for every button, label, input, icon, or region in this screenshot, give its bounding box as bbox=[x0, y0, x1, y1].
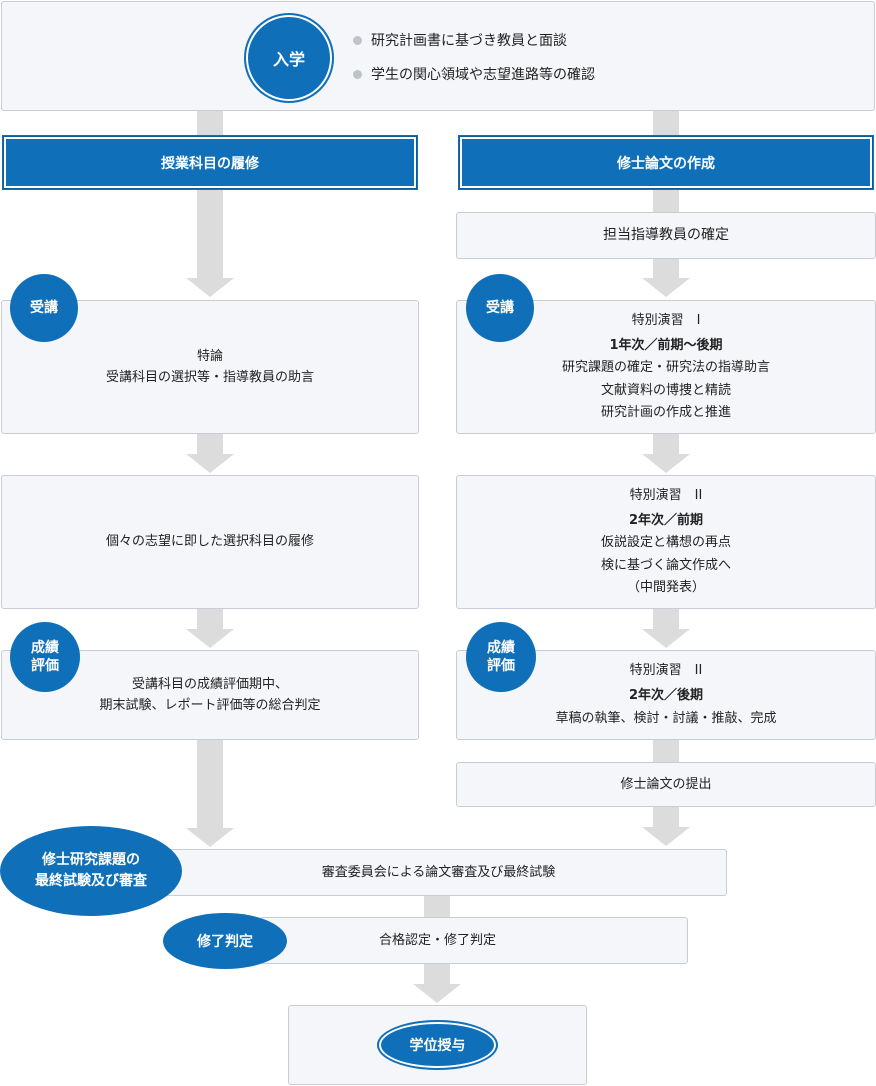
badge-label: 評価 bbox=[487, 658, 515, 674]
badge-label: 修了判定 bbox=[197, 934, 253, 950]
admission-bullet-text: 研究計画書に基づき教員と面談 bbox=[371, 33, 567, 49]
right-header: 修士論文の作成 bbox=[458, 135, 874, 190]
right-header-label: 修士論文の作成 bbox=[617, 155, 715, 172]
text-line: 受講科目の選択等・指導教員の助言 bbox=[105, 370, 314, 385]
arrow-shaft bbox=[424, 896, 450, 918]
admission-box bbox=[1, 1, 875, 111]
text-line: 合格認定・修了判定 bbox=[378, 932, 496, 948]
right-advisor-box bbox=[456, 212, 876, 259]
seminar-title: 特別演習 II bbox=[629, 663, 703, 679]
text-line: 研究課題の確定・研究法の指導助言 bbox=[561, 360, 770, 376]
seminar-term: 2年次／後期 bbox=[628, 688, 704, 704]
right-grade-badge: 成績 評価 bbox=[466, 622, 536, 692]
left-header: 授業科目の履修 bbox=[2, 135, 418, 190]
right-submit-text: 修士論文の提出 bbox=[456, 762, 876, 807]
arrow-head bbox=[186, 828, 234, 847]
left-grade-badge: 成績 評価 bbox=[10, 622, 80, 692]
text-line: 期末試験、レポート評価等の総合判定 bbox=[99, 698, 321, 713]
text-line: 受講科目の成績評価期中、 bbox=[131, 676, 288, 692]
left-jukou-badge: 受講 bbox=[10, 274, 78, 342]
arrow-head bbox=[186, 278, 234, 297]
arrow-shaft bbox=[653, 110, 679, 136]
degree-label: 学位授与 bbox=[409, 1038, 466, 1054]
arrow-shaft bbox=[197, 740, 223, 828]
final-exam-text: 審査委員会による論文審査及び最終試験 bbox=[150, 849, 727, 896]
left-elective-text: 個々の志望に即した選択科目の履修 bbox=[1, 475, 419, 609]
arrow-shaft bbox=[197, 190, 223, 278]
text-line: 草稿の執筆、検討・討議・推敲、完成 bbox=[555, 710, 777, 726]
left-elective-box bbox=[1, 475, 419, 609]
seminar-title: 特別演習 I bbox=[631, 313, 701, 329]
left-header-label: 授業科目の履修 bbox=[161, 155, 259, 172]
text-line: 研究計画の作成と推進 bbox=[600, 404, 731, 420]
final-exam-badge: 修士研究課題の 最終試験及び審査 bbox=[0, 826, 182, 916]
degree-badge: 学位授与 bbox=[377, 1020, 498, 1070]
arrow-shaft bbox=[424, 964, 450, 984]
bullet-dot-icon bbox=[353, 35, 362, 45]
admission-badge: 入学 bbox=[244, 13, 334, 103]
seminar-term: 1年次／前期～後期 bbox=[609, 338, 723, 354]
text-line: 特論 bbox=[196, 348, 223, 364]
admission-label: 入学 bbox=[272, 50, 305, 69]
right-advisor-text: 担当指導教員の確定 bbox=[456, 212, 876, 259]
admission-bullet: 研究計画書に基づき教員と面談 bbox=[353, 30, 567, 50]
arrow-shaft bbox=[653, 259, 679, 278]
seminar-title: 特別演習 II bbox=[629, 488, 703, 504]
completion-text: 合格認定・修了判定 bbox=[260, 917, 615, 964]
arrow-head bbox=[642, 454, 690, 473]
bullet-dot-icon bbox=[353, 69, 362, 79]
arrow-shaft bbox=[653, 740, 679, 762]
text-line: （中間発表） bbox=[626, 579, 705, 595]
arrow-shaft bbox=[197, 609, 223, 629]
arrow-shaft bbox=[197, 434, 223, 454]
arrow-shaft bbox=[653, 190, 679, 212]
arrow-head bbox=[642, 278, 690, 297]
text-line: 個々の志望に即した選択科目の履修 bbox=[105, 534, 314, 550]
badge-label: 最終試験及び審査 bbox=[35, 873, 147, 889]
arrow-shaft bbox=[653, 609, 679, 629]
left-jukou-text: 特論 受講科目の選択等・指導教員の助言 bbox=[1, 300, 419, 434]
arrow-shaft bbox=[197, 110, 223, 136]
arrow-shaft bbox=[653, 807, 679, 827]
arrow-head bbox=[642, 827, 690, 846]
right-seminar2a-box bbox=[456, 475, 876, 609]
seminar-term: 2年次／前期 bbox=[628, 513, 704, 529]
final-exam-box bbox=[150, 849, 727, 896]
text-line: 担当指導教員の確定 bbox=[603, 226, 729, 243]
right-seminar2a-text: 特別演習 II 2年次／前期 仮説設定と構想の再点 検に基づく論文作成へ （中間… bbox=[456, 475, 876, 609]
badge-label: 受講 bbox=[486, 299, 514, 316]
admission-bullet-text: 学生の関心領域や志望進路等の確認 bbox=[371, 67, 595, 83]
badge-label: 修士研究課題の bbox=[42, 852, 140, 868]
text-line: 審査委員会による論文審査及び最終試験 bbox=[321, 864, 556, 880]
text-line: 文献資料の博捜と精読 bbox=[600, 382, 731, 398]
right-submit-box bbox=[456, 762, 876, 807]
arrow-head bbox=[186, 454, 234, 473]
right-seminar2b-text: 特別演習 II 2年次／後期 草稿の執筆、検討・討議・推敲、完成 bbox=[456, 650, 876, 740]
right-jukou-badge: 受講 bbox=[466, 274, 534, 342]
badge-label: 受講 bbox=[30, 299, 58, 316]
arrow-head bbox=[642, 629, 690, 648]
badge-label: 成績 bbox=[487, 639, 515, 656]
right-seminar1-text: 特別演習 I 1年次／前期～後期 研究課題の確定・研究法の指導助言 文献資料の博… bbox=[456, 300, 876, 434]
completion-badge: 修了判定 bbox=[163, 913, 287, 969]
text-line: 検に基づく論文作成へ bbox=[600, 557, 731, 573]
badge-label: 評価 bbox=[31, 658, 59, 674]
badge-label: 成績 bbox=[31, 639, 59, 656]
left-grade-text: 受講科目の成績評価期中、 期末試験、レポート評価等の総合判定 bbox=[1, 650, 419, 740]
arrow-head bbox=[413, 984, 461, 1003]
arrow-head bbox=[186, 629, 234, 648]
admission-bullet: 学生の関心領域や志望進路等の確認 bbox=[353, 64, 595, 84]
text-line: 修士論文の提出 bbox=[620, 776, 712, 792]
arrow-shaft bbox=[653, 434, 679, 454]
text-line: 仮説設定と構想の再点 bbox=[600, 535, 731, 551]
completion-box bbox=[260, 917, 688, 964]
